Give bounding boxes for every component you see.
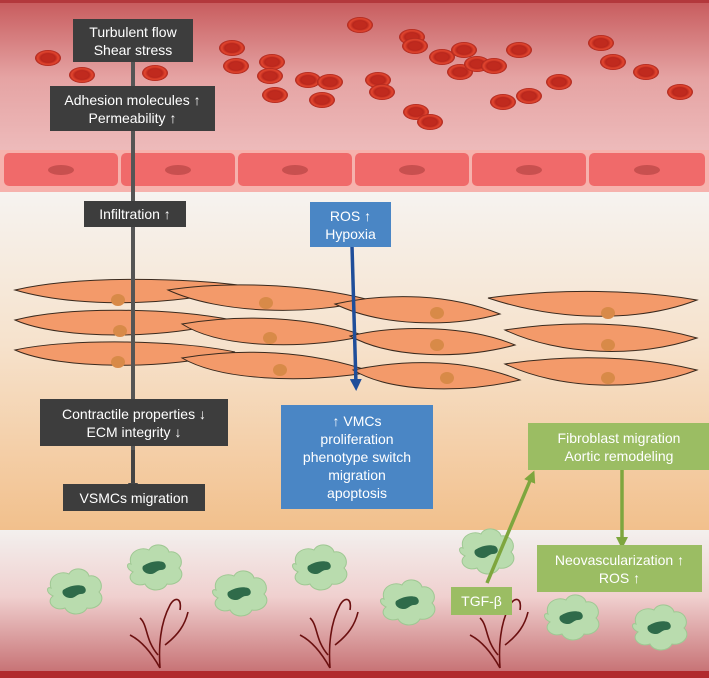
shear-stress-label: Shear stress	[93, 41, 173, 58]
fibroblast-migration-box: Fibroblast migration Aortic remodeling	[528, 423, 709, 470]
hypoxia-label: Hypoxia	[325, 225, 376, 242]
proliferation-label: proliferation	[320, 431, 394, 447]
vmcs-label: ↑ VMCs	[332, 413, 382, 429]
turbulent-flow-box: Turbulent flow Shear stress	[73, 19, 193, 62]
aortic-remodeling-label: Aortic remodeling	[564, 447, 674, 464]
apoptosis-label: apoptosis	[327, 485, 387, 501]
vsmcs-migration-label: VSMCs migration	[79, 489, 189, 506]
adhesion-label: Adhesion molecules ↑	[64, 91, 201, 108]
permeability-label: Permeability ↑	[88, 109, 177, 126]
ros-label: ROS ↑	[329, 207, 372, 224]
adhesion-box: Adhesion molecules ↑ Permeability ↑	[50, 86, 215, 131]
tgf-beta-box: TGF-β	[451, 587, 512, 615]
neovascularization-box: Neovascularization ↑ ROS ↑	[537, 545, 702, 592]
endothelial-layer	[0, 150, 709, 192]
vsmcs-migration-box: VSMCs migration	[63, 484, 205, 511]
ros-right-label: ROS ↑	[598, 569, 641, 586]
phenotype-switch-label: phenotype switch	[302, 449, 412, 465]
vmcs-box: ↑ VMCs proliferation phenotype switch mi…	[281, 405, 433, 509]
infiltration-box: Infiltration ↑	[84, 201, 186, 227]
ecm-integrity-label: ECM integrity ↓	[86, 423, 182, 440]
contractile-label: Contractile properties ↓	[62, 405, 206, 422]
vasa-vasorum	[129, 598, 529, 669]
smc-nuclei	[111, 294, 615, 384]
contractile-box: Contractile properties ↓ ECM integrity ↓	[40, 399, 228, 446]
turbulent-flow-label: Turbulent flow	[89, 23, 177, 40]
fibroblast-migration-label: Fibroblast migration	[557, 429, 681, 446]
tgf-beta-label: TGF-β	[461, 593, 502, 609]
infiltration-label: Infiltration ↑	[99, 206, 171, 222]
neovascularization-label: Neovascularization ↑	[554, 551, 685, 568]
migration-label: migration	[328, 467, 386, 483]
ros-hypoxia-box: ROS ↑ Hypoxia	[310, 202, 391, 247]
